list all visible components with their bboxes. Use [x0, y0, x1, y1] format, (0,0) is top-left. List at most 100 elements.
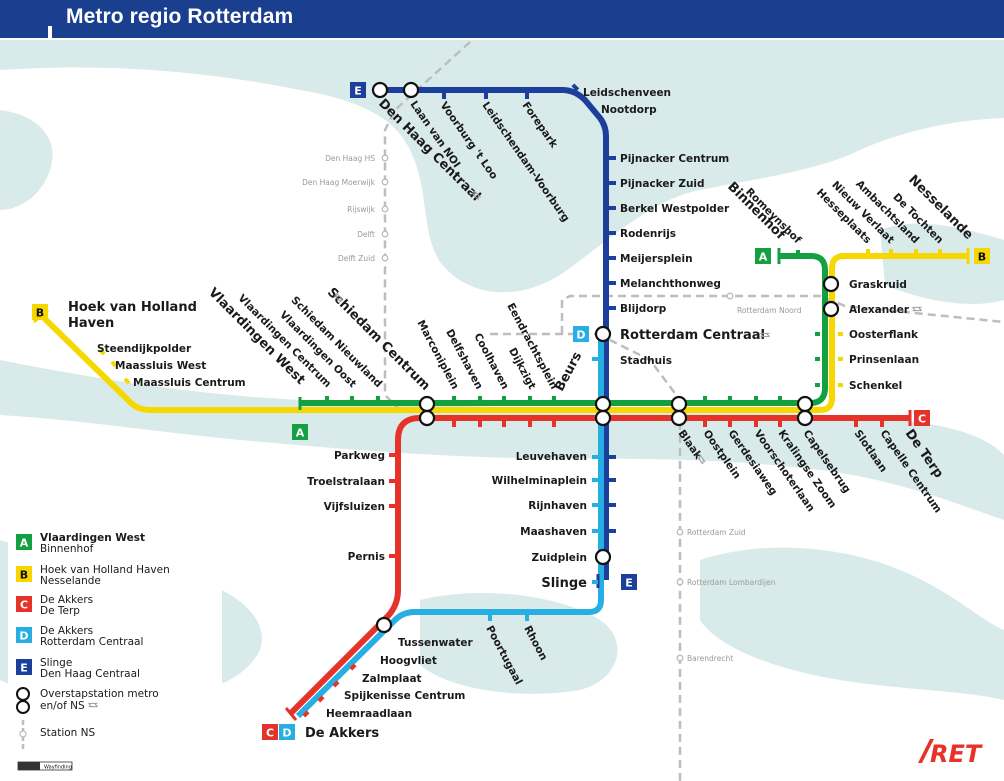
label-pernis: Pernis	[348, 551, 385, 563]
wayfinding-mark: Wayfinding	[17, 761, 73, 771]
svg-text:De Akkers: De Akkers	[40, 625, 93, 637]
tick-meijersplein	[609, 256, 616, 260]
svg-text:Hoek van Holland Haven: Hoek van Holland Haven	[40, 564, 170, 576]
tick-vijfsluizen	[389, 504, 395, 508]
transfer-alexander	[822, 300, 840, 318]
tick-voorburg-t-loo	[442, 92, 446, 99]
transfer-rotterdam-centraal	[594, 325, 612, 343]
svg-text:Rotterdam Centraal: Rotterdam Centraal	[40, 636, 143, 648]
label-hoek-van-holland: Hoek van Holland	[68, 300, 197, 315]
tick-wilhelminaplein-e	[609, 478, 616, 482]
tick-leuvehaven-e	[609, 455, 616, 459]
svg-text:A: A	[296, 427, 305, 440]
label-spijkenisse-centrum: Spijkenisse Centrum	[344, 690, 465, 702]
tick-nootdorp	[592, 110, 601, 119]
tick-pernis	[389, 554, 395, 558]
tick-hoogvliet	[349, 663, 357, 671]
line-a-path	[300, 253, 828, 406]
ns-stop-rotterdam-zuid	[676, 528, 684, 536]
tick-dijkzigt-a	[502, 396, 506, 401]
label-stadhuis: Stadhuis	[620, 355, 672, 367]
svg-text:A: A	[20, 537, 29, 550]
tick-maassluis-west	[110, 360, 118, 368]
svg-text:Slinge: Slinge	[40, 657, 72, 669]
legend-item-d: D De Akkers Rotterdam Centraal	[16, 625, 143, 648]
tick-oostplein	[703, 421, 707, 427]
water-northwest	[0, 110, 53, 210]
svg-text:Vlaardingen West: Vlaardingen West	[40, 532, 145, 544]
ret-logo: RET	[918, 739, 983, 768]
tick-rodenrijs	[609, 231, 616, 235]
tick-pijnacker-centrum	[609, 156, 616, 160]
badge-d-rotterdam-centraal: D	[573, 326, 589, 342]
ticks-line-b	[98, 249, 942, 387]
svg-text:Den Haag Centraal: Den Haag Centraal	[40, 668, 140, 680]
tick-voorschoterlaan	[754, 421, 758, 427]
label-wilhelminaplein: Wilhelminaplein	[492, 475, 587, 487]
ns-stop-barendrecht	[676, 654, 684, 662]
metro-map: E A B B A D C E	[0, 40, 1004, 781]
ns-label-rijswijk: Rijswijk	[347, 205, 376, 214]
tick-oostplein-a	[703, 396, 707, 401]
transfer-laan-van-noi	[402, 81, 420, 99]
tick-parkweg	[389, 453, 395, 457]
transfer-blaak	[670, 395, 688, 427]
label-berkel-westpolder: Berkel Westpolder	[620, 203, 730, 215]
label-hoogvliet: Hoogvliet	[380, 655, 437, 667]
ticks-line-d	[488, 357, 598, 621]
tick-steendijkpolder	[98, 348, 106, 356]
tick-wilhelminaplein-d	[592, 478, 598, 482]
ns-label-rotterdam-zuid: Rotterdam Zuid	[687, 528, 746, 537]
svg-text:Wayfinding: Wayfinding	[44, 765, 72, 771]
svg-text:D: D	[282, 727, 291, 740]
label-zuidplein: Zuidplein	[531, 552, 587, 564]
tick-leuvehaven-d	[592, 455, 598, 459]
metro-lines	[41, 87, 968, 719]
tick-coolhaven-a	[478, 396, 482, 401]
tick-rijnhaven-d	[592, 503, 598, 507]
line-e-path	[380, 87, 609, 580]
label-slinge: Slinge	[541, 576, 587, 591]
line-c-path	[287, 415, 910, 717]
svg-text:De Akkers: De Akkers	[40, 594, 93, 606]
tick-delfshaven-a	[452, 396, 456, 401]
ticks-line-c	[302, 421, 884, 718]
ret-logo-slash	[918, 739, 934, 763]
tick-gerdesiaweg	[728, 421, 732, 427]
ns-line-rotterdam-noord-alexander	[560, 294, 1004, 334]
label-meijersplein: Meijersplein	[620, 253, 693, 265]
tick-leidschendam-voorburg	[484, 92, 488, 99]
label-maassluis-west: Maassluis West	[115, 360, 206, 372]
label-haven: Haven	[68, 316, 114, 331]
label-rotterdam-centraal: Rotterdam Centraal	[620, 328, 765, 343]
tick-beurs-a	[552, 396, 556, 401]
line-d-path	[295, 334, 604, 719]
line-b-path	[41, 253, 968, 413]
legend-item-transfer: Overstapstation metro en/of NS	[16, 687, 159, 714]
tick-maashaven-d	[592, 529, 598, 533]
tick-eendrachtsplein-c	[528, 421, 532, 427]
tick-schenkel-a	[815, 383, 820, 387]
ns-label-barendrecht: Barendrecht	[687, 654, 733, 663]
svg-text:D: D	[19, 630, 28, 643]
svg-text:E: E	[625, 577, 633, 590]
tick-romeynshof	[796, 250, 800, 255]
transfer-zuidplein	[594, 548, 612, 566]
label-zalmplaat: Zalmplaat	[362, 673, 422, 685]
water-south-lake	[420, 592, 618, 694]
svg-text:Overstapstation metro: Overstapstation metro	[40, 688, 159, 700]
legend-panel	[8, 523, 222, 775]
label-melanchthonweg: Melanchthonweg	[620, 278, 721, 290]
water-east-lake	[880, 223, 1004, 305]
transfer-icon	[16, 687, 30, 714]
badge-e-den-haag: E	[350, 82, 366, 98]
tick-spijkenisse-centrum	[317, 695, 325, 703]
tick-heemraadlaan	[302, 710, 310, 718]
ns-stop-den-haag-moerwijk	[381, 178, 389, 186]
tick-zalmplaat	[332, 680, 340, 688]
ns-stop-rijswijk	[381, 205, 389, 213]
ns-stop-delft-zuid	[381, 254, 389, 262]
tick-berkel-westpolder	[609, 206, 616, 210]
transfer-tussenwater	[375, 616, 393, 634]
legend-item-a: A Vlaardingen West Binnenhof	[16, 532, 145, 555]
